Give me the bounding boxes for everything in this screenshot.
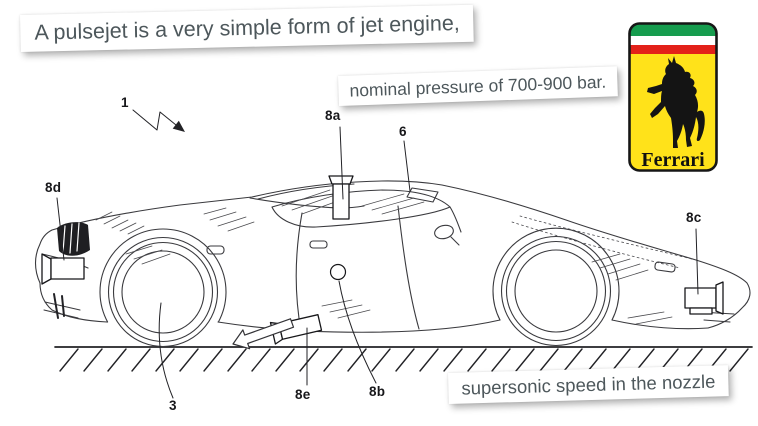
ref-label-1: 1 [121, 95, 129, 110]
pulsejet-nozzle-8a [328, 175, 354, 220]
front-wheel [107, 236, 219, 348]
logo-stripe-red [629, 45, 717, 54]
ferrari-logo: Ferrari [628, 22, 718, 172]
port-8b [329, 263, 347, 281]
pulsejet-nozzle-8d [41, 253, 85, 285]
ref-label-6: 6 [399, 124, 407, 139]
ref-label-8a: 8a [325, 108, 341, 123]
headlight-shading [53, 222, 90, 319]
exhaust-arrow [232, 318, 295, 350]
prancing-horse-icon [647, 56, 705, 148]
ref-label-8c: 8c [686, 210, 702, 225]
car-body-outline [34, 180, 751, 333]
logo-brand-text: Ferrari [641, 149, 705, 171]
pulsejet-nozzle-8c [684, 281, 724, 315]
ref-label-8d: 8d [45, 180, 62, 195]
ref-label-8b: 8b [369, 384, 386, 399]
ground-line [54, 346, 753, 372]
rear-wheel [500, 235, 612, 347]
body-hatch-shading [95, 189, 693, 325]
logo-shield-border [628, 22, 718, 172]
ref-label-3: 3 [169, 398, 177, 413]
leader-lines [56, 109, 699, 399]
ref-label-8e: 8e [295, 387, 311, 402]
logo-stripe-green [629, 23, 717, 36]
logo-stripe-white [629, 36, 717, 45]
